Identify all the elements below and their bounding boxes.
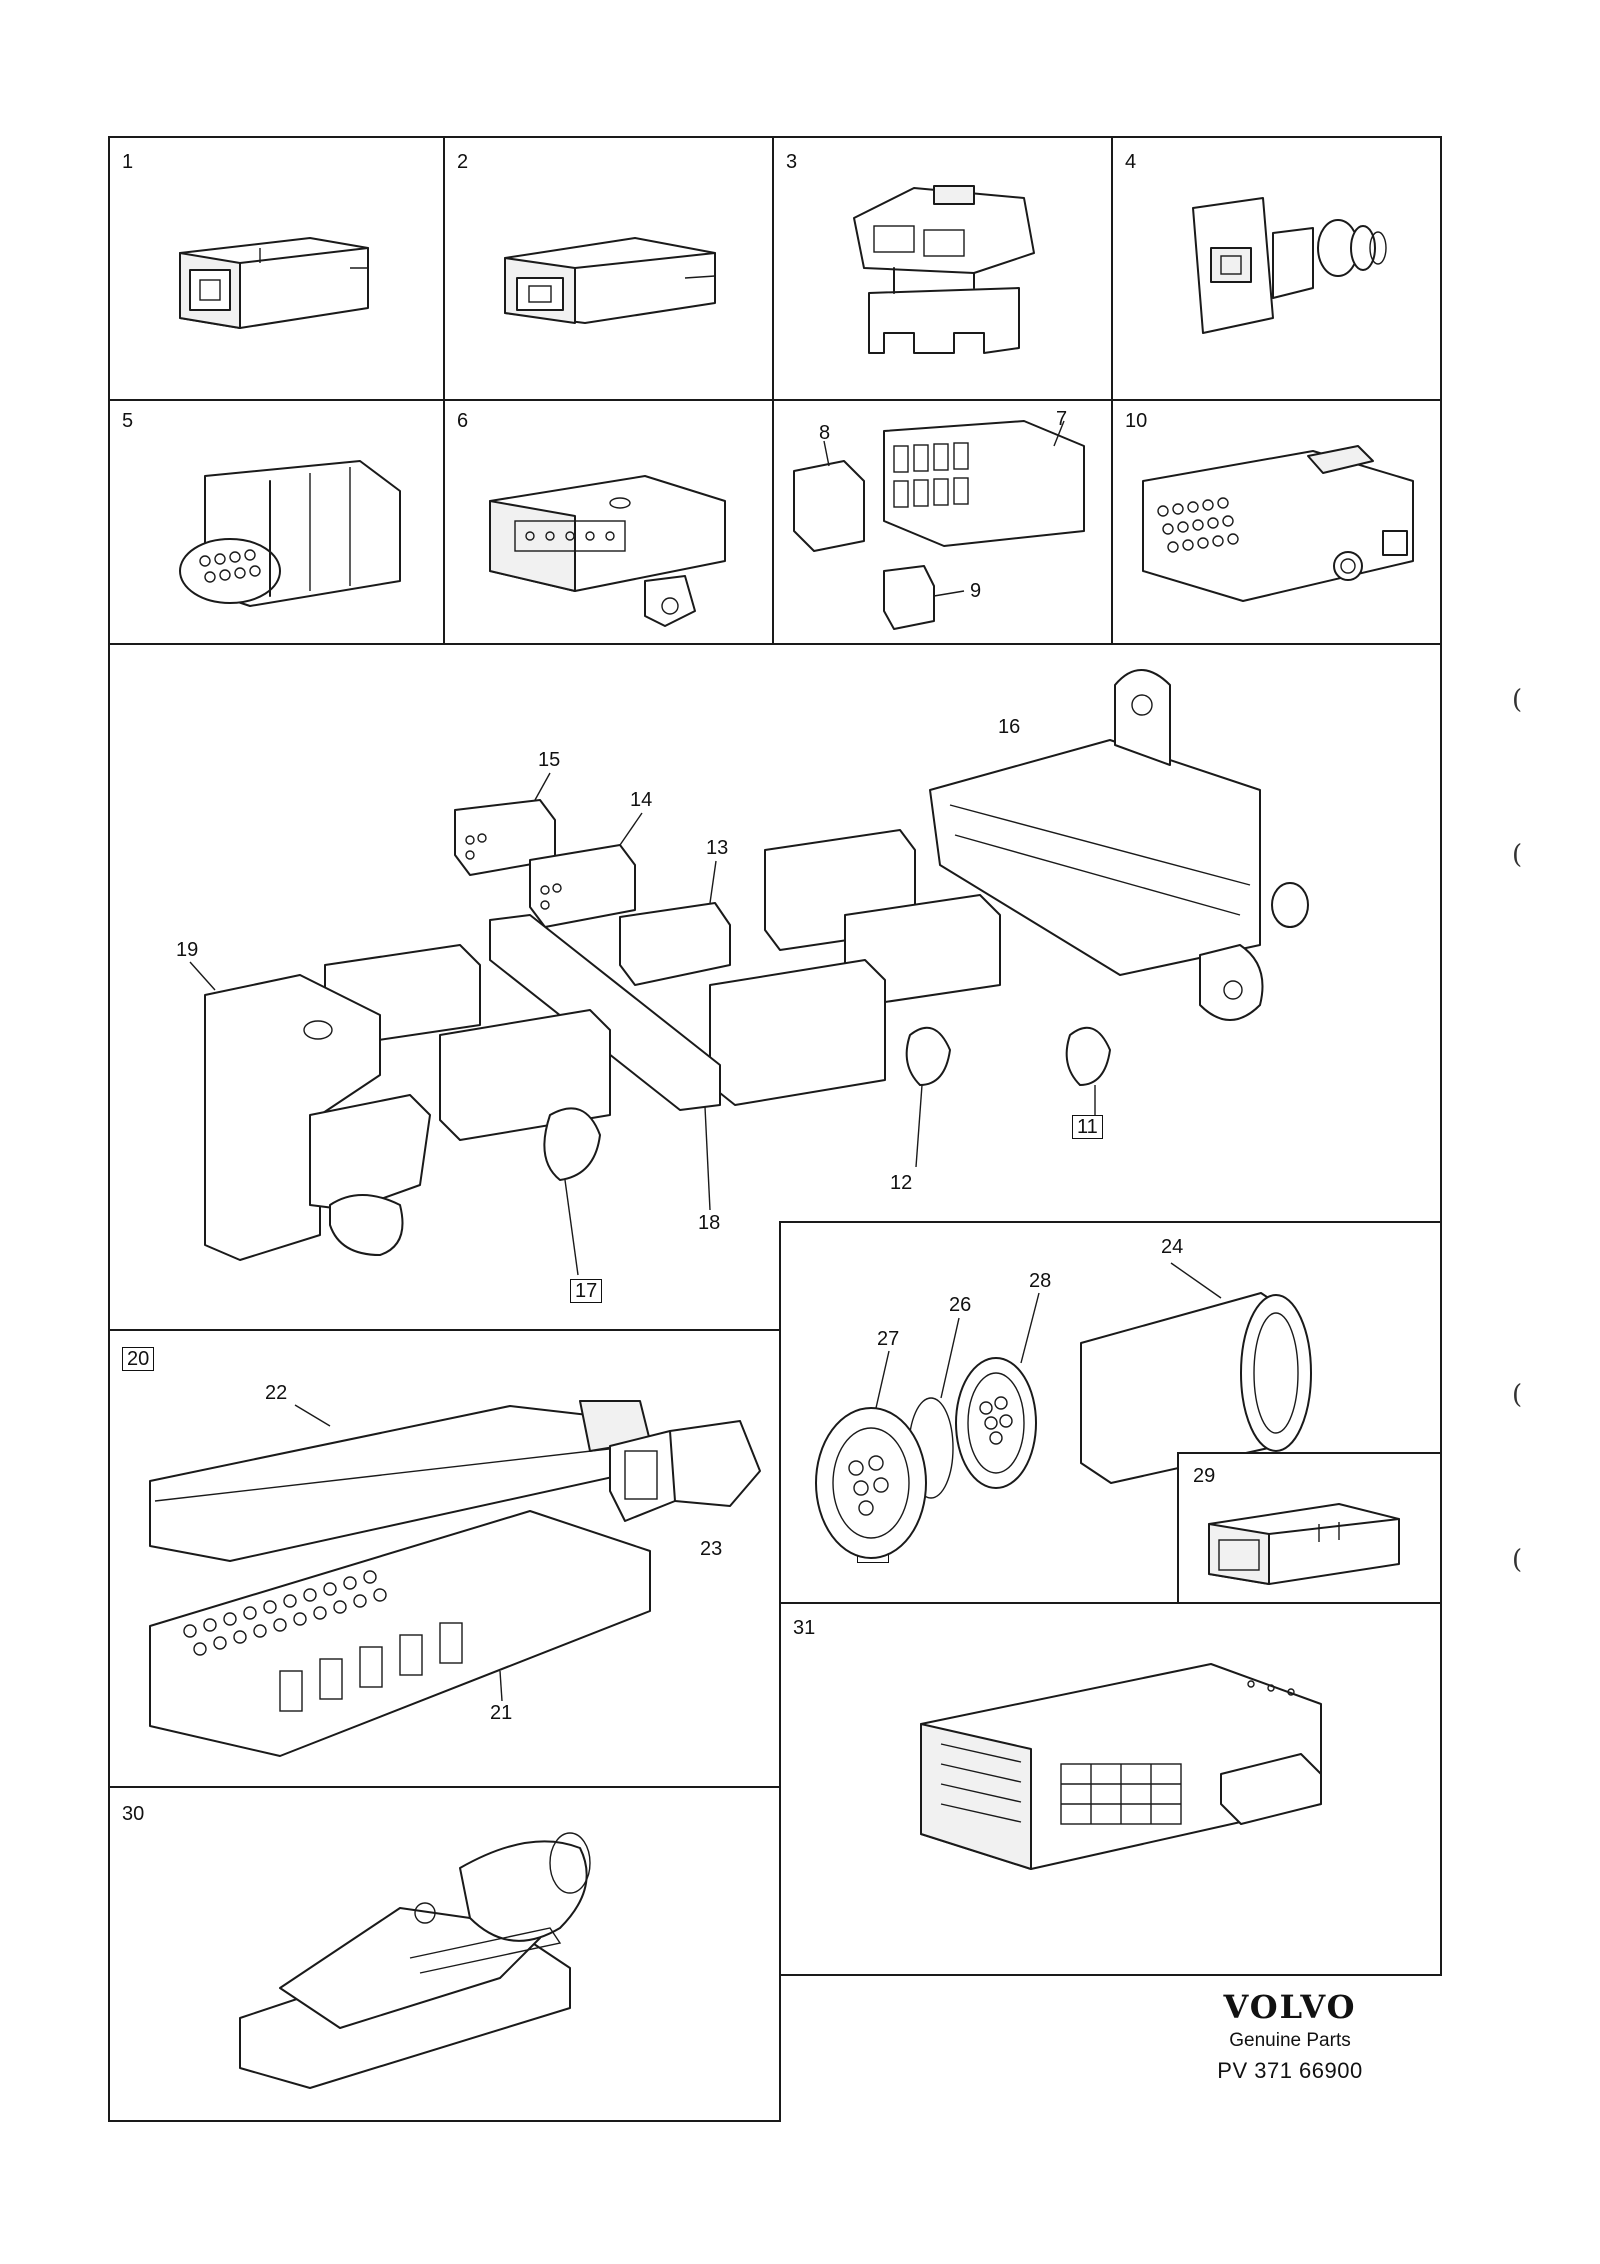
part-number-21: 21	[490, 1702, 513, 1724]
part-number-7: 7	[1056, 408, 1068, 430]
connector-2-drawing	[504, 237, 716, 324]
part-cell-7-8-9: 8 7 9	[772, 399, 1113, 645]
brand-subtitle: Genuine Parts	[1229, 2030, 1351, 2051]
connector-4-drawing	[1192, 197, 1387, 334]
part-number-28: 28	[1029, 1270, 1052, 1292]
part-number-12: 12	[890, 1172, 913, 1194]
part-number-24: 24	[1161, 1236, 1184, 1258]
part-number-2: 2	[457, 151, 469, 173]
part-number-27: 27	[877, 1328, 900, 1350]
part-number-22: 22	[265, 1382, 288, 1404]
part-number-23: 23	[700, 1538, 723, 1560]
part-number-5: 5	[122, 410, 134, 432]
part-number-8: 8	[819, 422, 831, 444]
connector-1-drawing	[179, 237, 369, 329]
part-cell-30: 30	[108, 1786, 781, 2122]
connector-29-drawing	[1208, 1503, 1400, 1585]
part-number-16: 16	[998, 716, 1021, 738]
part-number-15: 15	[538, 749, 561, 771]
connector-3-drawing	[853, 185, 1035, 354]
part-number-19: 19	[176, 939, 199, 961]
part-number-10: 10	[1125, 410, 1148, 432]
part-cell-5: 5	[108, 399, 445, 645]
volvo-logo: VOLVO	[1223, 1988, 1357, 2026]
part-number-13: 13	[706, 837, 729, 859]
part-number-6: 6	[457, 410, 469, 432]
part-cell-31: 31	[779, 1602, 1442, 1976]
part-cell-6: 6	[443, 399, 774, 645]
connector-10-drawing	[1142, 445, 1414, 602]
part-code: PV 371 66900	[1217, 2058, 1363, 2083]
part-number-26: 26	[949, 1294, 972, 1316]
part-number-18: 18	[698, 1212, 721, 1234]
part-number-4: 4	[1125, 151, 1137, 173]
connector-20-23-drawing	[149, 1400, 761, 1757]
part-number-29: 29	[1193, 1465, 1216, 1487]
margin-mark: (	[1512, 1380, 1523, 1410]
part-number-3: 3	[786, 151, 798, 173]
part-number-17: 17	[570, 1279, 603, 1303]
margin-mark: (	[1512, 840, 1523, 870]
main-assembly-drawing	[189, 669, 1309, 1276]
connector-5-drawing	[179, 460, 401, 607]
part-number-14: 14	[630, 789, 653, 811]
part-cell-3: 3	[772, 136, 1113, 401]
connector-6-drawing	[489, 475, 726, 627]
part-cell-10: 10	[1111, 399, 1442, 645]
part-cell-2: 2	[443, 136, 774, 401]
margin-mark: (	[1512, 685, 1523, 715]
part-cell-29: 29	[1177, 1452, 1442, 1604]
part-cell-1: 1	[108, 136, 445, 401]
connector-31-drawing	[920, 1663, 1322, 1870]
part-cell-4: 4	[1111, 136, 1442, 401]
margin-mark: (	[1512, 1545, 1523, 1575]
brand-block: VOLVO Genuine Parts PV 371 66900	[1190, 1988, 1390, 2084]
part-number-20: 20	[122, 1347, 155, 1371]
part-cell-20-23: 20 22 23 21	[108, 1329, 781, 1788]
connector-30-drawing	[239, 1832, 591, 2089]
part-number-9: 9	[970, 580, 982, 602]
part-number-11: 11	[1072, 1115, 1103, 1139]
part-number-31: 31	[793, 1617, 816, 1639]
connector-7-8-9-drawing	[793, 420, 1085, 630]
connector-24-28-drawing	[815, 1262, 1312, 1559]
part-number-30: 30	[122, 1803, 145, 1825]
part-number-1: 1	[122, 151, 134, 173]
part-cell-main-assembly: 15 14 13 16 19 11 12 18 17	[108, 643, 1442, 1331]
